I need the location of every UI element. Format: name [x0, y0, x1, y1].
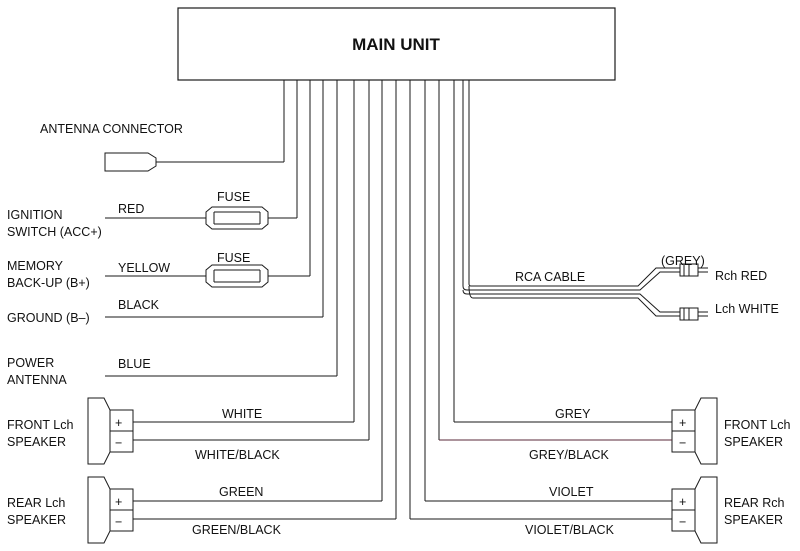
ground-wire-color: BLACK: [118, 298, 160, 312]
rca-plug-white-icon: [679, 307, 708, 321]
main-unit-label: MAIN UNIT: [352, 35, 440, 54]
power-antenna-label-line2: ANTENNA: [7, 373, 67, 387]
rear-right-plus-wire: VIOLET: [549, 485, 594, 499]
rca-right-label: Rch RED: [715, 269, 767, 283]
ignition-label-line1: IGNITION: [7, 208, 63, 222]
rear-right-minus-symbol: −: [679, 515, 686, 529]
front-right-speaker-icon: [671, 397, 718, 465]
rca-cable-label: RCA CABLE: [515, 270, 585, 284]
front-left-plus-wire: WHITE: [222, 407, 262, 421]
front-right-label-line2: SPEAKER: [724, 435, 783, 449]
rca-grey-label: (GREY): [661, 254, 705, 268]
rear-left-plus-wire: GREEN: [219, 485, 263, 499]
rear-right-minus-wire: VIOLET/BLACK: [525, 523, 615, 537]
rear-left-minus-wire: GREEN/BLACK: [192, 523, 282, 537]
ignition-fuse-icon: [205, 206, 269, 230]
harness-wires: [283, 80, 455, 519]
front-right-minus-symbol: −: [679, 436, 686, 450]
rca-cable: [462, 80, 680, 317]
rear-right-label-line2: SPEAKER: [724, 513, 783, 527]
ignition-fuse-label: FUSE: [217, 190, 250, 204]
rear-right-speaker-icon: [671, 476, 718, 544]
front-right-plus-symbol: +: [679, 416, 686, 430]
rear-left-label-line1: REAR Lch: [7, 496, 65, 510]
memory-label-line2: BACK-UP (B+): [7, 276, 90, 290]
main-unit-box: [177, 7, 616, 81]
memory-label-line1: MEMORY: [7, 259, 64, 273]
ignition-wire-color: RED: [118, 202, 144, 216]
front-right-minus-wire: GREY/BLACK: [529, 448, 610, 462]
front-right-label-line1: FRONT Lch: [724, 418, 790, 432]
memory-wire-color: YELLOW: [118, 261, 170, 275]
rca-left-label: Lch WHITE: [715, 302, 779, 316]
front-left-minus-wire: WHITE/BLACK: [195, 448, 280, 462]
power-antenna-wire-color: BLUE: [118, 357, 151, 371]
front-left-speaker-icon: [87, 397, 134, 465]
rear-left-plus-symbol: +: [115, 495, 122, 509]
rear-left-minus-symbol: −: [115, 515, 122, 529]
ignition-label-line2: SWITCH (ACC+): [7, 225, 102, 239]
front-left-minus-symbol: −: [115, 436, 122, 450]
rca-plug-red-icon: [679, 263, 708, 277]
rear-left-speaker-icon: [87, 476, 134, 544]
antenna-connector: [104, 152, 284, 172]
front-right-plus-wire: GREY: [555, 407, 591, 421]
front-left-plus-symbol: +: [115, 416, 122, 430]
power-antenna-label-line1: POWER: [7, 356, 54, 370]
rear-right-plus-symbol: +: [679, 495, 686, 509]
antenna-connector-label: ANTENNA CONNECTOR: [40, 122, 183, 136]
memory-fuse-label: FUSE: [217, 251, 250, 265]
ground-label: GROUND (B–): [7, 311, 90, 325]
rear-left-label-line2: SPEAKER: [7, 513, 66, 527]
front-left-label-line1: FRONT Lch: [7, 418, 73, 432]
rear-right-label-line1: REAR Rch: [724, 496, 784, 510]
memory-fuse-icon: [205, 264, 269, 288]
front-left-label-line2: SPEAKER: [7, 435, 66, 449]
